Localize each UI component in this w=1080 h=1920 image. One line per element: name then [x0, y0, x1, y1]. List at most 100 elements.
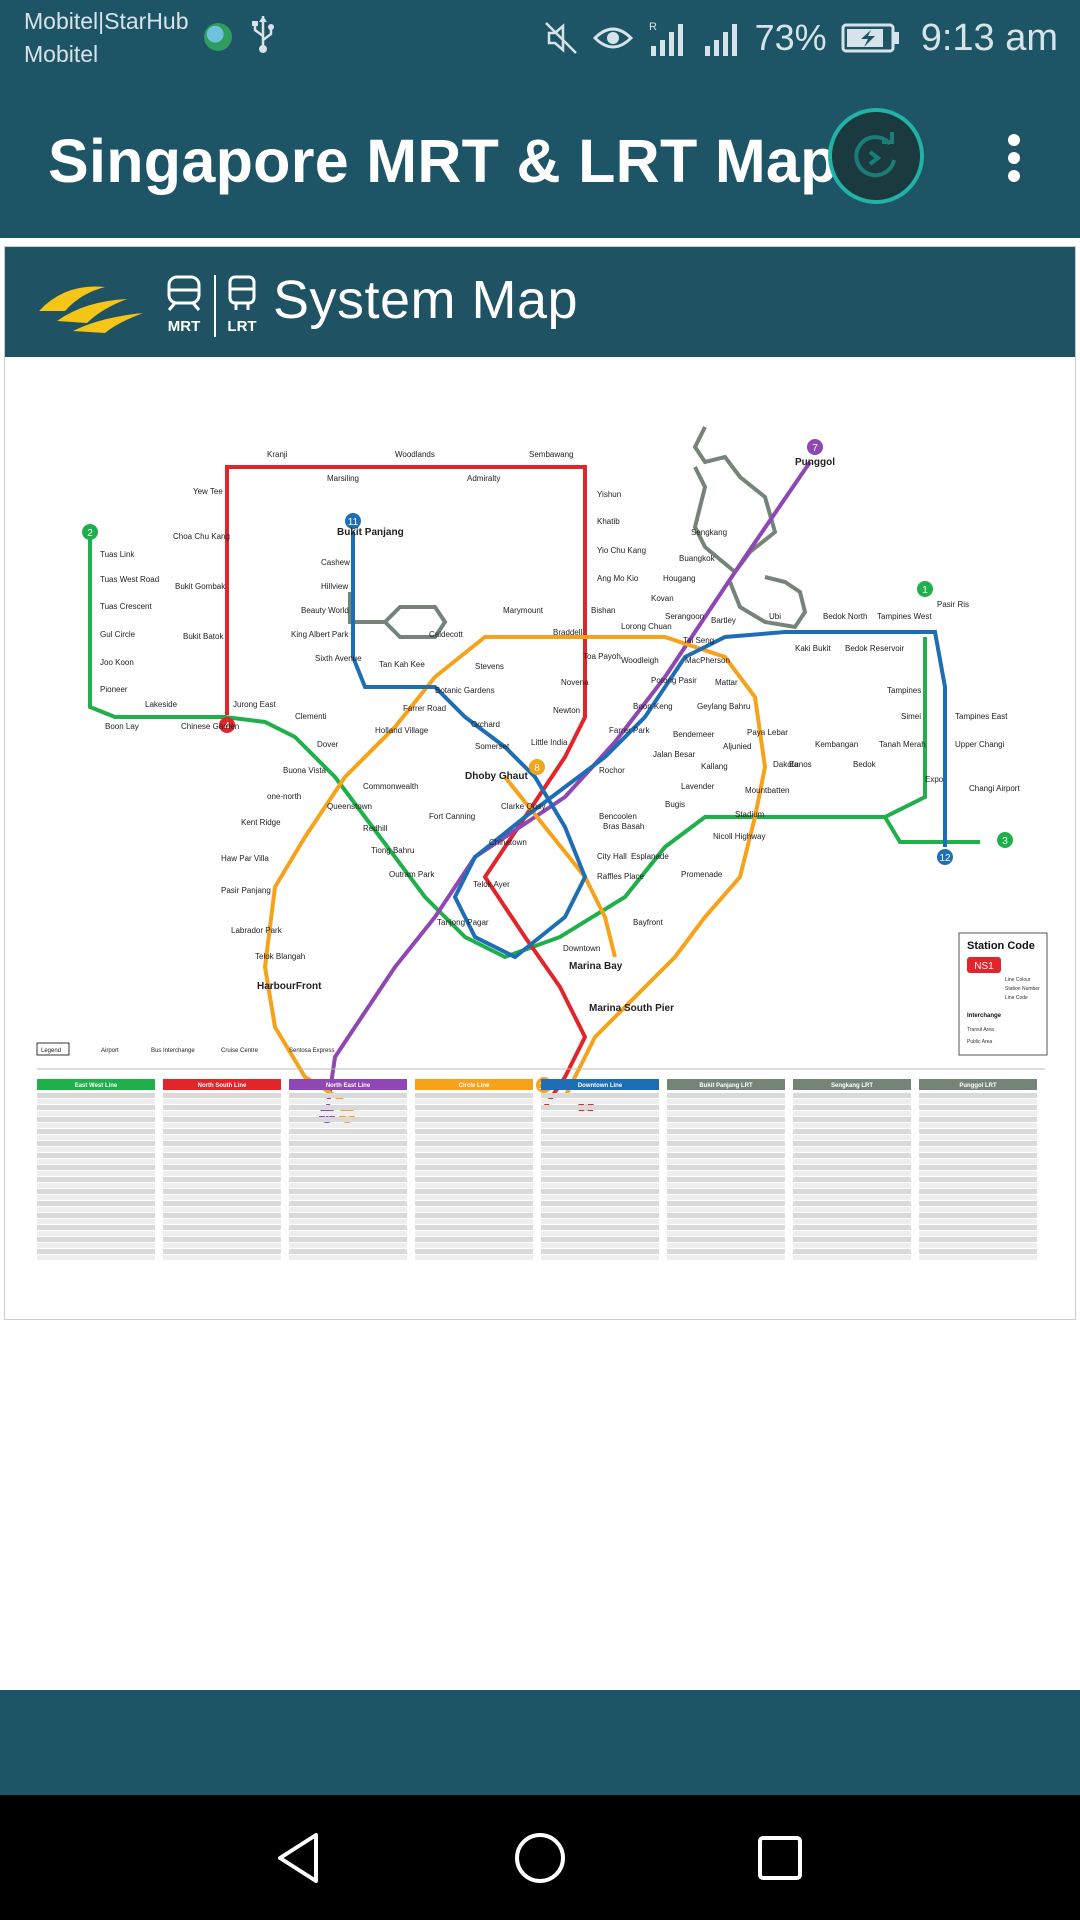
back-button[interactable]: [266, 1825, 332, 1891]
directory-row: [667, 1213, 785, 1218]
station-label: Yishun: [597, 490, 621, 499]
directory-row: [919, 1249, 1037, 1254]
station-label: Kallang: [701, 762, 728, 771]
directory-row: [541, 1135, 659, 1140]
station-code-station-number: Station Number: [1005, 986, 1040, 992]
recents-button[interactable]: [747, 1825, 813, 1891]
train-icon: [167, 275, 201, 311]
station-label: Simei: [901, 712, 921, 721]
directory-row: [163, 1225, 281, 1230]
station-label: Ubi: [769, 612, 781, 621]
mrt-network-diagram: 2 1 3 4 5 6 7 8 9 10 11 12 Tuas Link Tua…: [36, 426, 1048, 1260]
directory-row: [37, 1165, 155, 1170]
station-label: MacPherson: [685, 656, 730, 665]
station-label: Geylang Bahru: [697, 702, 750, 711]
more-vert-icon-dot: [1008, 152, 1020, 164]
directory-row: [163, 1141, 281, 1146]
directory-row: [667, 1219, 785, 1224]
directory-row: [289, 1105, 407, 1110]
recents-square-icon: [758, 1836, 802, 1880]
refresh-button[interactable]: [828, 108, 924, 204]
directory-row: [919, 1129, 1037, 1134]
directory-row: [289, 1249, 407, 1254]
station-label: Boon Lay: [105, 722, 139, 731]
station-label: Lakeside: [145, 700, 178, 709]
station-label: Hillview: [321, 582, 348, 591]
more-vert-icon-dot: [1008, 170, 1020, 182]
refresh-icon: [854, 132, 896, 178]
directory-row: [289, 1177, 407, 1182]
directory-row: [415, 1177, 533, 1182]
station-label: Changi Airport: [969, 784, 1020, 793]
station-label: Hougang: [663, 574, 695, 583]
home-button[interactable]: [507, 1825, 573, 1891]
directory-row: [163, 1153, 281, 1158]
directory-row: [37, 1255, 155, 1260]
directory-row: [793, 1141, 911, 1146]
directory-row: [37, 1201, 155, 1206]
directory-header-label: East West Line: [75, 1083, 118, 1089]
directory-row: [919, 1183, 1037, 1188]
directory-row: [919, 1201, 1037, 1206]
directory-row: [793, 1237, 911, 1242]
station-label: King Albert Park: [291, 630, 349, 639]
station-label: Pasir Panjang: [221, 886, 271, 895]
carrier-name-primary: Mobitel|StarHub: [24, 8, 189, 34]
public-area-label: Public Area: [967, 1039, 993, 1045]
svg-text:R: R: [649, 21, 657, 33]
directory-row: [37, 1195, 155, 1200]
legend-airport: Airport: [101, 1048, 119, 1054]
directory-row: [37, 1189, 155, 1194]
directory-header-label: Circle Line: [459, 1083, 490, 1089]
battery-charging-icon: [841, 23, 899, 53]
station-label: Chinese Garden: [181, 722, 239, 731]
system-map-image[interactable]: MRT LRT System Map: [4, 246, 1076, 1320]
directory-row: [289, 1225, 407, 1230]
station-label: Commonwealth: [363, 782, 419, 791]
directory-row: [541, 1213, 659, 1218]
station-label: Buangkok: [679, 554, 716, 563]
station-label: Woodlands: [395, 450, 435, 459]
directory-row: [667, 1147, 785, 1152]
directory-row: [37, 1105, 155, 1110]
directory-row: [415, 1105, 533, 1110]
station-label: Tai Seng: [683, 636, 714, 645]
directory-row: [289, 1165, 407, 1170]
directory-row: [667, 1183, 785, 1188]
station-label: Bendemeer: [673, 730, 715, 739]
directory-row: [793, 1129, 911, 1134]
station-label: Marina Bay: [569, 961, 623, 972]
station-label: Eunos: [789, 760, 812, 769]
directory-row: [541, 1111, 659, 1116]
directory-row: [415, 1159, 533, 1164]
lta-logo-icon: [39, 286, 143, 333]
system-navigation-bar: [0, 1795, 1080, 1920]
station-label: Bedok: [853, 760, 877, 769]
directory-row: [37, 1123, 155, 1128]
directory-row: [793, 1213, 911, 1218]
more-options-button[interactable]: [996, 128, 1032, 188]
directory-header: [37, 1079, 155, 1090]
directory-row: [541, 1195, 659, 1200]
directory-row: [793, 1207, 911, 1212]
station-label: Admiralty: [467, 474, 500, 483]
station-label: Little India: [531, 738, 568, 747]
line-marker-6: 6: [324, 1111, 330, 1122]
directory-row: [541, 1117, 659, 1122]
interchange-title: Interchange: [967, 1013, 1002, 1019]
station-label: Marymount: [503, 606, 544, 615]
station-label: Sengkang: [691, 528, 727, 537]
directory-row: [37, 1231, 155, 1236]
directory-row: [793, 1123, 911, 1128]
legend-cruise-centre: Cruise Centre: [221, 1048, 259, 1054]
station-label: Bartley: [711, 616, 736, 625]
directory-row: [163, 1219, 281, 1224]
directory-row: [793, 1093, 911, 1098]
station-label: Bayfront: [633, 918, 664, 927]
line-marker-9: 9: [344, 1111, 350, 1122]
directory-row: [793, 1147, 911, 1152]
directory-row: [289, 1213, 407, 1218]
battery-percentage: 73%: [754, 17, 827, 58]
directory-row: [667, 1177, 785, 1182]
directory-row: [289, 1093, 407, 1098]
